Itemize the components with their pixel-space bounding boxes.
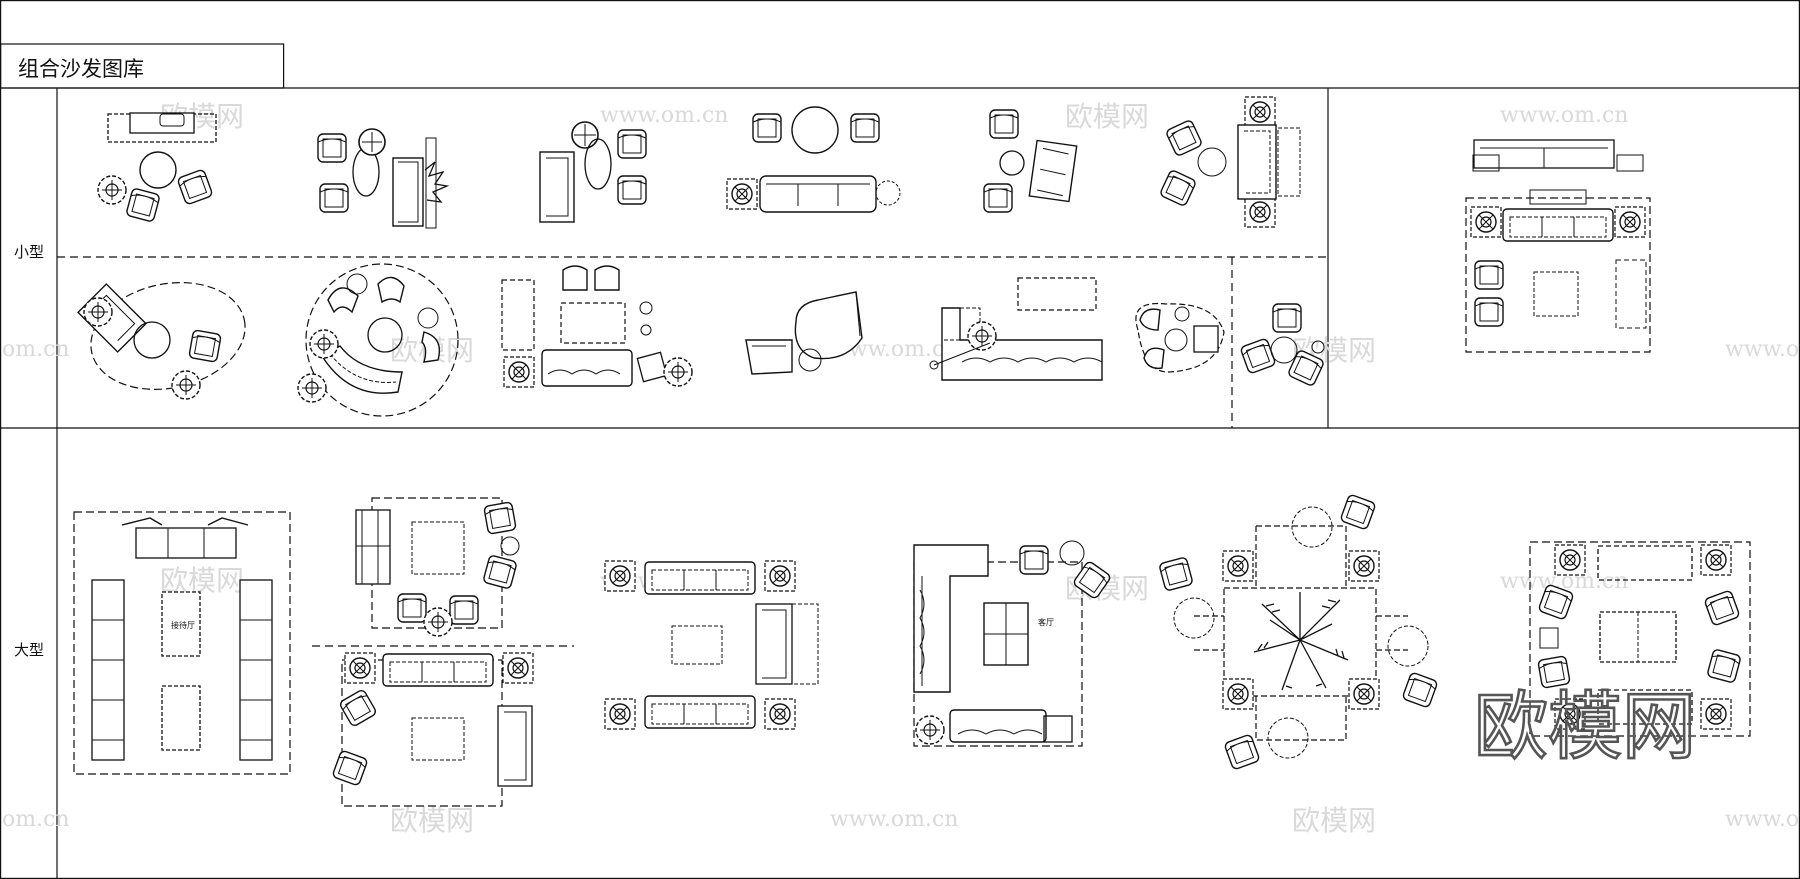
large-layout-2 [331,497,534,807]
sheet-title: 组合沙发图库 [18,57,144,81]
watermark-brand: 欧模网 [390,804,474,837]
small-layout-13 [1239,303,1326,388]
watermark-brand: 欧模网 [1292,804,1376,837]
small-layout-12 [1135,302,1225,373]
small-layout-3 [539,121,647,223]
watermark-brand: 欧模网 [160,564,244,597]
small-layout-2 [317,128,450,229]
watermark-url: www.om.cn [830,807,958,832]
large-layout-5 [1158,493,1439,771]
small-layout-7 [77,282,246,400]
watermark-url: www.om.cn [1500,103,1628,128]
large-layout-6 [1529,541,1751,737]
watermark-brand: 欧模网 [1065,100,1149,133]
small-layout-8 [297,263,459,417]
small-layout-10 [745,291,863,375]
large-layout-4: 客厅 [913,540,1113,747]
living-room-label: 客厅 [1038,617,1054,627]
watermark-url-cut: om.cn [2,807,70,832]
small-layout-6 [1158,96,1301,228]
small-layout-11 [929,277,1103,381]
large-layout-1: 接待厅 [73,511,291,775]
small-layout-5 [983,109,1078,213]
watermark-url: www.om.cn [1725,337,1800,362]
small-layout-9 [501,265,693,388]
watermark-url: www.om.cn [600,103,728,128]
watermark-url-cut: om.cn [2,337,70,362]
small-layout-14 [1465,139,1651,353]
large-layout-3 [604,560,819,730]
row-label-small: 小型 [14,243,44,261]
small-layout-4 [726,106,901,213]
watermark-url: www.om.cn [1725,807,1800,832]
row-label-large: 大型 [14,641,44,659]
brand-logo-watermark: 欧模网 [1474,684,1696,770]
reception-room-label: 接待厅 [171,620,195,630]
small-layout-1 [97,112,217,223]
